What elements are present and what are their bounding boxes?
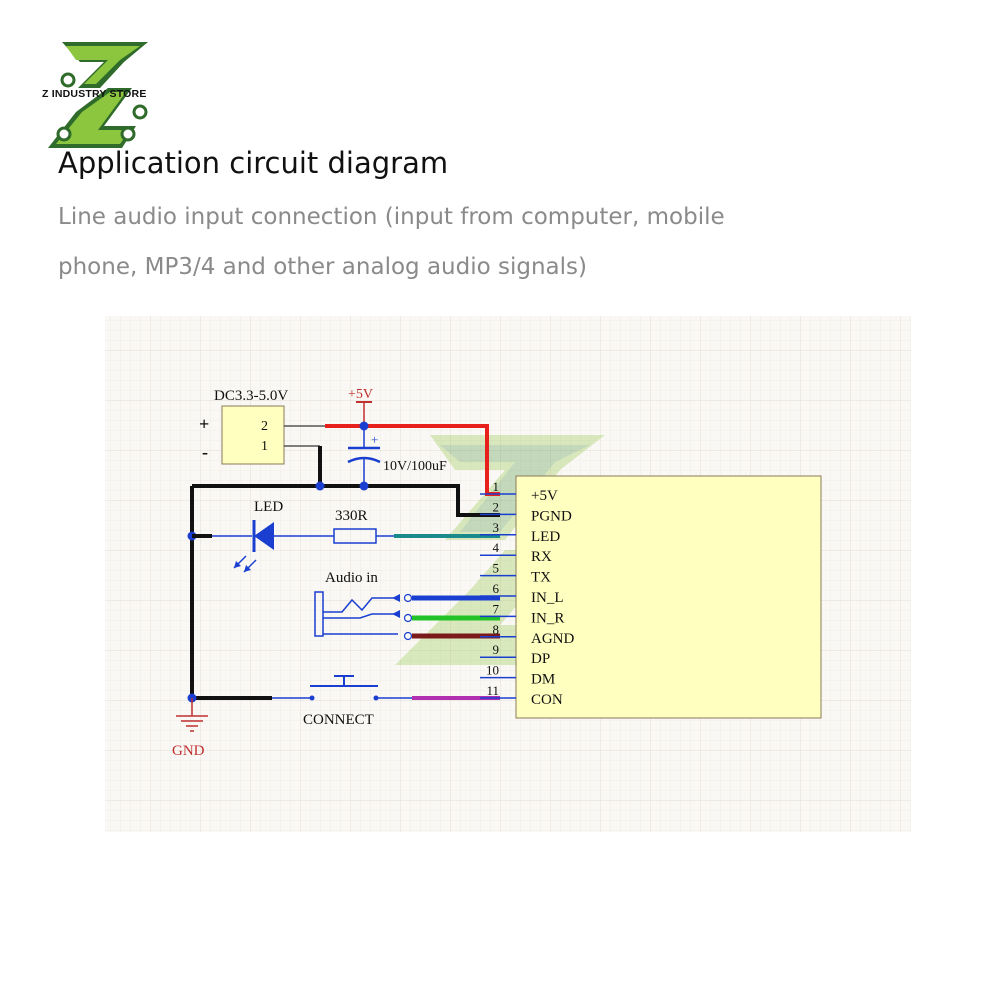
- page-title: Application circuit diagram: [58, 146, 449, 180]
- pin-number-11: 11: [486, 683, 499, 698]
- store-logo: [40, 40, 170, 150]
- pin-name-6: IN_L: [531, 590, 564, 606]
- audio-module: [515, 475, 822, 719]
- power-pin-1: 1: [261, 439, 268, 454]
- power-minus: -: [202, 442, 208, 462]
- pin-number-6: 6: [493, 581, 500, 596]
- gnd-label: GND: [172, 743, 205, 759]
- pin-name-2: PGND: [531, 508, 572, 524]
- cap-plus: +: [371, 432, 378, 447]
- power-plus: +: [199, 414, 209, 434]
- cap-label: 10V/100uF: [383, 459, 447, 474]
- z-logo-icon: [48, 42, 148, 148]
- pin-name-10: DM: [531, 672, 555, 688]
- pin-number-8: 8: [493, 622, 500, 637]
- pin-number-2: 2: [493, 499, 500, 514]
- subtitle-line-2: phone, MP3/4 and other analog audio sign…: [58, 254, 587, 280]
- pin-name-3: LED: [531, 529, 560, 545]
- pin-name-7: IN_R: [531, 610, 564, 626]
- pin-name-4: RX: [531, 549, 552, 565]
- pin-name-8: AGND: [531, 631, 574, 647]
- pgnd-wire: [192, 484, 500, 517]
- power-connector: [221, 405, 285, 465]
- pin-number-7: 7: [493, 601, 500, 616]
- pin-name-11: CON: [531, 692, 563, 708]
- pin-number-10: 10: [486, 663, 499, 678]
- audio-jack-icon: [314, 591, 324, 637]
- vcc-label: +5V: [348, 387, 373, 402]
- pin-name-1: +5V: [531, 488, 558, 504]
- connect-label: CONNECT: [303, 712, 374, 728]
- power-label: DC3.3-5.0V: [214, 388, 288, 404]
- pin-number-9: 9: [493, 642, 500, 657]
- audio-label: Audio in: [325, 570, 378, 586]
- pin-number-1: 1: [493, 479, 500, 494]
- led-label: LED: [254, 499, 283, 515]
- pin-name-5: TX: [531, 570, 551, 586]
- pin-number-3: 3: [493, 520, 500, 535]
- resistor-label: 330R: [335, 508, 368, 524]
- pin-number-4: 4: [493, 540, 500, 555]
- logo-text: Z INDUSTRY STORE: [42, 88, 147, 100]
- pin-number-5: 5: [493, 561, 500, 576]
- circuit-schematic: DC3.3-5.0V + - 2 1 +5V + 10V/100uF: [105, 316, 911, 832]
- power-pin-2: 2: [261, 419, 268, 434]
- schematic-canvas: DC3.3-5.0V + - 2 1 +5V + 10V/100uF: [105, 316, 911, 832]
- subtitle-line-1: Line audio input connection (input from …: [58, 204, 725, 230]
- pin-name-9: DP: [531, 651, 550, 667]
